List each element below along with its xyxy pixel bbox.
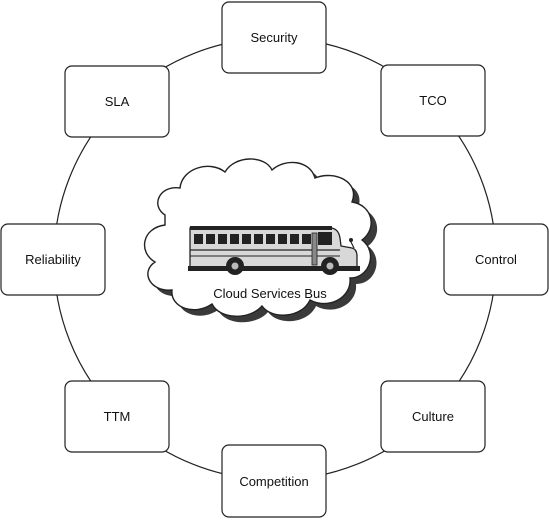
node-control-label: Control bbox=[475, 252, 517, 267]
node-culture: Culture bbox=[380, 380, 486, 453]
node-ttm: TTM bbox=[64, 380, 170, 453]
bus-bumper bbox=[188, 266, 360, 271]
node-sla: SLA bbox=[64, 65, 170, 138]
node-sla-label: SLA bbox=[105, 94, 130, 109]
node-security-label: Security bbox=[251, 30, 298, 45]
school-bus-icon bbox=[188, 226, 360, 275]
bus-roof bbox=[190, 226, 332, 230]
center-label: Cloud Services Bus bbox=[213, 286, 327, 301]
node-ttm-label: TTM bbox=[104, 409, 131, 424]
node-tco-label: TCO bbox=[419, 93, 446, 108]
node-control: Control bbox=[443, 223, 549, 296]
bus-wheel-rear bbox=[226, 257, 244, 275]
node-competition: Competition bbox=[221, 444, 327, 518]
node-tco: TCO bbox=[380, 64, 486, 137]
node-culture-label: Culture bbox=[412, 409, 454, 424]
node-security: Security bbox=[221, 1, 327, 74]
node-reliability-label: Reliability bbox=[25, 252, 81, 267]
node-competition-label: Competition bbox=[239, 474, 308, 489]
bus-windows bbox=[194, 232, 332, 245]
bus-door bbox=[311, 232, 318, 266]
node-reliability: Reliability bbox=[0, 223, 106, 296]
bus-wheel-front bbox=[321, 257, 339, 275]
